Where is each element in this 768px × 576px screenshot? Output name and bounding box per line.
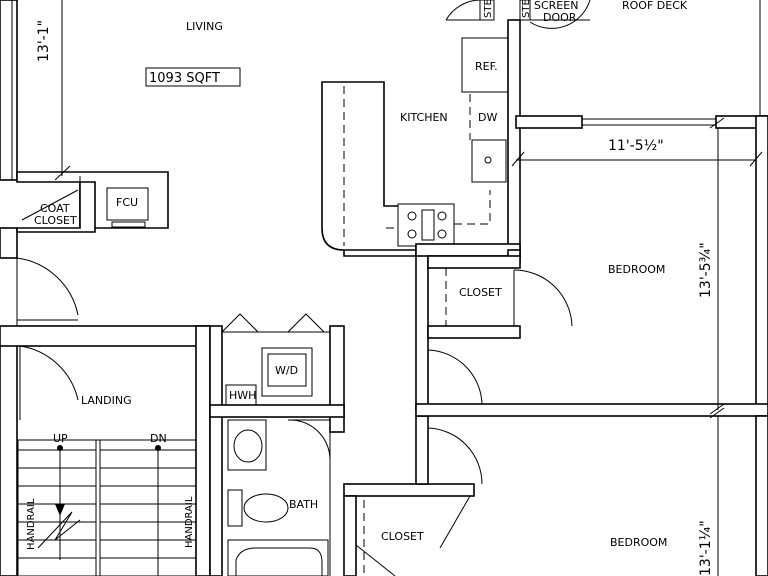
laundry-bath-block xyxy=(209,313,345,576)
stair-left xyxy=(17,439,97,576)
entry-door xyxy=(16,257,79,330)
room-label-roof-deck: ROOF DECK xyxy=(622,0,688,12)
dimension-bedroom-width: 11'-5½" xyxy=(608,138,664,154)
dw-label: DW xyxy=(478,111,497,124)
step-label-2: STEP xyxy=(521,0,532,18)
area-label: 1093 SQFT xyxy=(149,71,220,86)
dimension-bedroom-depth: 13'-5¾" xyxy=(698,242,714,298)
step-label-1: STEP xyxy=(483,0,494,18)
coat-closet-label-1: COAT xyxy=(40,202,70,215)
closet-2 xyxy=(355,495,471,576)
screen-door-label-1: SCREEN xyxy=(534,0,578,12)
coat-closet-block xyxy=(16,171,169,233)
stair-right xyxy=(95,439,197,576)
fcu-label: FCU xyxy=(116,196,138,209)
dimension-lines xyxy=(54,0,763,576)
handrail-left-label: HANDRAIL xyxy=(26,498,37,550)
stair-up-label: UP xyxy=(53,432,68,445)
screen-door-area xyxy=(445,0,591,29)
left-exterior-wall xyxy=(0,0,18,576)
dimension-living-width: 13'-1" xyxy=(36,20,52,62)
room-label-bedroom-2: BEDROOM xyxy=(610,536,667,549)
bedroom-2 xyxy=(427,415,768,576)
room-label-bath: BATH xyxy=(289,498,318,511)
ref-label: REF. xyxy=(475,60,498,73)
dimension-bedroom2-depth: 13'-1¼" xyxy=(698,520,714,576)
room-label-landing: LANDING xyxy=(81,394,132,407)
area-box xyxy=(145,67,241,87)
kitchen xyxy=(321,19,521,257)
room-label-kitchen: KITCHEN xyxy=(400,111,448,124)
room-label-bedroom-1: BEDROOM xyxy=(608,263,665,276)
room-label-closet-1: CLOSET xyxy=(459,286,502,299)
wd-label: W/D xyxy=(275,364,298,377)
room-label-closet-2: CLOSET xyxy=(381,530,424,543)
screen-door-label-2: DOOR xyxy=(543,11,577,24)
stair-dn-label: DN xyxy=(150,432,167,445)
hwh-label: HWH xyxy=(229,389,256,402)
room-label-living: LIVING xyxy=(186,20,223,33)
coat-closet-label-2: CLOSET xyxy=(34,214,77,227)
bedroom-1 xyxy=(415,115,768,417)
roof-deck-boundary xyxy=(515,0,768,129)
handrail-right-label: HANDRAIL xyxy=(184,496,195,548)
